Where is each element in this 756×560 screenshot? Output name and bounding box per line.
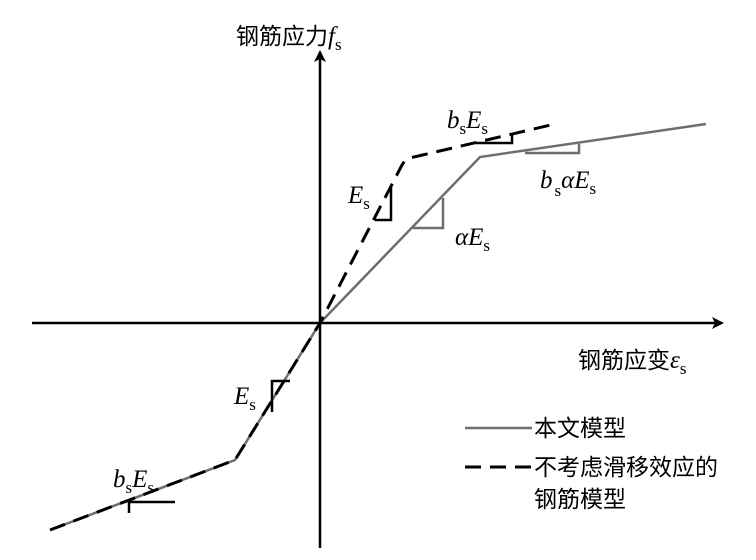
- upper-es-label: Es: [347, 182, 370, 213]
- y-axis-label: 钢筋应力fs: [236, 23, 342, 54]
- lower-bses-triangle: [127, 500, 175, 513]
- upper-es-triangle: [375, 187, 393, 222]
- upper-bses-triangle: [475, 133, 514, 145]
- aes-label: αEs: [455, 224, 490, 255]
- legend-solid-label: 本文模型: [534, 416, 626, 442]
- lower-bses-label: bsEs: [113, 466, 154, 497]
- x-axis-label: 钢筋应变εs: [578, 347, 686, 378]
- legend-dashed-label-2: 钢筋模型: [534, 487, 626, 513]
- lower-es-label: Es: [233, 383, 256, 414]
- legend: 本文模型 不考虑滑移效应的 钢筋模型: [465, 416, 718, 513]
- upper-bses-label: bsEs: [447, 107, 488, 138]
- bsaes-triangle: [525, 144, 581, 155]
- dashed-model-curve: [49, 122, 556, 532]
- lower-es-triangle: [270, 379, 290, 412]
- legend-dashed-label-1: 不考虑滑移效应的: [534, 455, 718, 481]
- aes-triangle: [413, 198, 445, 230]
